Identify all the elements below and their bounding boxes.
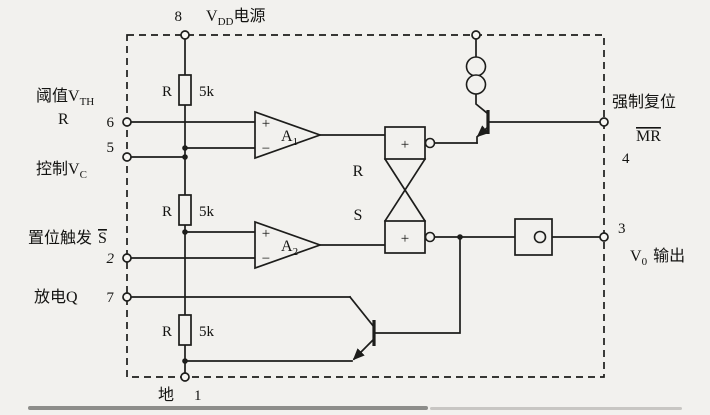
vdd-label: VDD电源 xyxy=(206,7,265,28)
comparator-a2-minus: − xyxy=(262,251,270,267)
s-gate-bubble xyxy=(424,231,436,243)
pin-4-number: 4 xyxy=(622,151,630,167)
resistor-r1: R 5k xyxy=(162,74,215,106)
rs-flipflop: + + R S xyxy=(353,126,436,254)
output-buffer-bubble xyxy=(533,230,547,244)
threshold-label: 阈值VTH xyxy=(36,87,94,108)
pin-3-terminal xyxy=(599,232,609,242)
resistor-r3-name: R xyxy=(162,324,172,340)
pin-5-terminal xyxy=(122,152,132,162)
comparator-a1: + − A1 xyxy=(254,110,323,160)
flipflop-r-label: R xyxy=(353,163,364,180)
vdd-rail-terminal xyxy=(471,30,481,40)
current-source-feed-wire xyxy=(475,38,489,115)
discharge-transistor xyxy=(348,295,376,361)
r-gate-symbol: + xyxy=(401,137,409,153)
resistor-r2: R 5k xyxy=(162,194,215,226)
pin-terminals xyxy=(122,30,609,382)
comparator-a1-minus: − xyxy=(262,141,270,157)
flipflop-s-label: S xyxy=(354,207,363,224)
comparator-a1-body xyxy=(254,110,323,160)
ground-label: 地 xyxy=(158,386,174,404)
resistor-r2-value: 5k xyxy=(199,204,215,220)
reset-transistor-emitter xyxy=(476,125,490,138)
scan-artifact xyxy=(28,406,682,410)
comparator-a2-label: A2 xyxy=(281,238,298,258)
control-label: 控制VC xyxy=(36,160,87,181)
mr-label: MR xyxy=(636,128,661,145)
pin-6-number: 6 xyxy=(107,115,115,131)
flipflop-cross-coupling xyxy=(383,157,427,223)
pin-1-number: 1 xyxy=(194,388,202,404)
r-gate-body xyxy=(384,126,426,160)
pin-8-terminal xyxy=(180,30,190,40)
resistor-r1-name: R xyxy=(162,84,172,100)
discharge-transistor-emitter xyxy=(352,337,376,361)
comparator-a2: + − A2 xyxy=(254,220,323,270)
comparator-a1-plus: + xyxy=(262,116,270,132)
pin-4-terminal xyxy=(599,117,609,127)
resistor-r1-value: 5k xyxy=(199,84,215,100)
pin-2-terminal xyxy=(122,253,132,263)
resistor-r3-value: 5k xyxy=(199,324,215,340)
output-buffer-body xyxy=(514,218,553,256)
resistor-r2-body xyxy=(178,194,192,226)
pin-2-number: 2 xyxy=(107,251,115,267)
pin-6-terminal xyxy=(122,117,132,127)
pin-7-terminal xyxy=(122,292,132,302)
reset-transistor xyxy=(476,110,490,138)
current-source xyxy=(465,56,487,95)
discharge-base-wire xyxy=(375,236,461,334)
pin-7-number: 7 xyxy=(107,290,115,306)
discharge-transistor-collector xyxy=(348,295,376,329)
r-gate-bubble xyxy=(424,137,436,149)
junction-dots xyxy=(182,145,463,364)
comparator-a1-label: A1 xyxy=(281,128,298,148)
threshold-r-label: R xyxy=(58,111,69,128)
discharge-label: 放电Q xyxy=(34,288,78,306)
resistor-r3: R 5k xyxy=(162,314,215,346)
ic-boundary xyxy=(126,34,605,378)
pin-1-terminal xyxy=(180,372,190,382)
pin-3-number: 3 xyxy=(618,221,626,237)
current-source-circle-top xyxy=(465,56,487,77)
output-buffer xyxy=(514,218,553,256)
s-gate-symbol: + xyxy=(401,231,409,247)
resistor-r2-name: R xyxy=(162,204,172,220)
resistor-r1-body xyxy=(178,74,192,106)
comparator-a2-body xyxy=(254,220,323,270)
current-source-circle-bottom xyxy=(465,74,487,95)
forced-reset-label: 强制复位 xyxy=(612,93,676,111)
comparator-a2-plus: + xyxy=(262,226,270,242)
pin-5-number: 5 xyxy=(107,140,115,156)
pin-8-number: 8 xyxy=(175,9,183,25)
resistor-r3-body xyxy=(178,314,192,346)
